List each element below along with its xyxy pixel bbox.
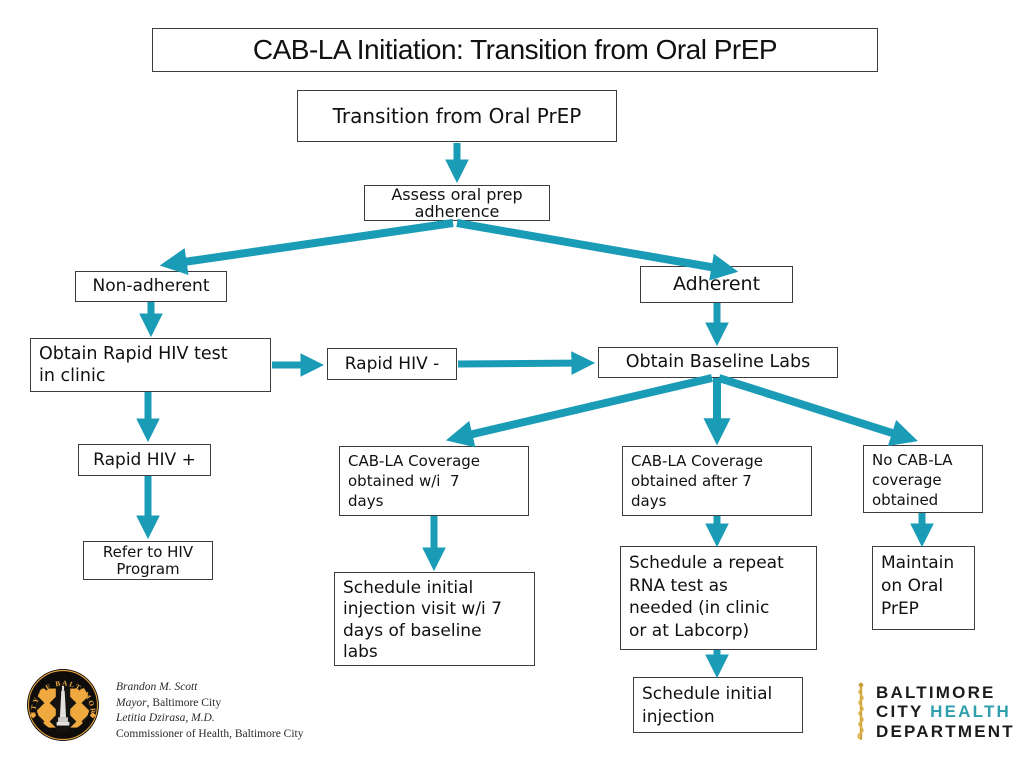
node-rapid-hiv-positive: Rapid HIV + <box>78 444 211 476</box>
node-coverage-after-7-days: CAB-LA Coverage obtained after 7 days <box>622 446 812 516</box>
node-coverage-within-7-days: CAB-LA Coverage obtained w/i 7 days <box>339 446 529 516</box>
footer-officials: CITY OF BALTIMORE Brandon M. Scott Mayor… <box>26 668 304 742</box>
node-adherent: Adherent <box>640 266 793 303</box>
node-schedule-initial-visit: Schedule initial injection visit w/i 7 d… <box>334 572 535 666</box>
node-obtain-rapid-hiv-test: Obtain Rapid HIV test in clinic <box>30 338 271 392</box>
node-assess-adherence: Assess oral prep adherence <box>364 185 550 221</box>
commissioner-name: Letitia Dzirasa, M.D. <box>116 712 215 725</box>
arrow-labs-to-coverage-within-7 <box>445 374 713 448</box>
arrow-hiv-negative-to-baseline-labs <box>457 351 596 376</box>
node-rapid-hiv-negative: Rapid HIV - <box>327 348 457 380</box>
slide-title: CAB-LA Initiation: Transition from Oral … <box>152 28 878 72</box>
node-no-coverage: No CAB-LA coverage obtained <box>863 445 983 513</box>
arrow-assess-to-adherent <box>456 219 739 281</box>
arrow-assess-to-non-adherent <box>159 219 454 276</box>
baltimore-city-seal-icon: CITY OF BALTIMORE <box>26 668 99 741</box>
mayor-name: Brandon M. Scott <box>116 681 198 693</box>
dept-health: HEALTH <box>930 702 1012 722</box>
mayor-title-italic: Mayor <box>116 696 147 709</box>
dept-line-department: DEPARTMENT <box>876 721 1015 741</box>
commissioner-title: Commissioner of Health, Baltimore City <box>116 727 304 740</box>
health-department-wordmark: BALTIMORE CITY HEALTH DEPARTMENT <box>876 683 1015 740</box>
dept-city: CITY <box>876 702 931 722</box>
node-non-adherent: Non-adherent <box>75 271 227 302</box>
officials-text: Brandon M. Scott Mayor, Baltimore City L… <box>116 680 304 742</box>
node-schedule-repeat-rna: Schedule a repeat RNA test as needed (in… <box>620 546 817 650</box>
node-maintain-oral-prep: Maintain on Oral PrEP <box>872 546 975 630</box>
node-schedule-initial-injection: Schedule initial injection <box>633 677 803 733</box>
node-transition-from-oral-prep: Transition from Oral PrEP <box>297 90 617 142</box>
arrow-labs-to-no-coverage <box>717 374 918 446</box>
dept-line-baltimore: BALTIMORE <box>876 683 996 703</box>
dept-line-city-health: CITY HEALTH <box>876 702 1015 721</box>
node-obtain-baseline-labs: Obtain Baseline Labs <box>598 347 838 378</box>
mayor-title-rest: , Baltimore City <box>146 696 222 709</box>
health-department-logo: BALTIMORE CITY HEALTH DEPARTMENT <box>852 678 1015 746</box>
node-refer-hiv-program: Refer to HIV Program <box>83 541 213 580</box>
rod-of-asclepius-icon <box>857 682 864 741</box>
